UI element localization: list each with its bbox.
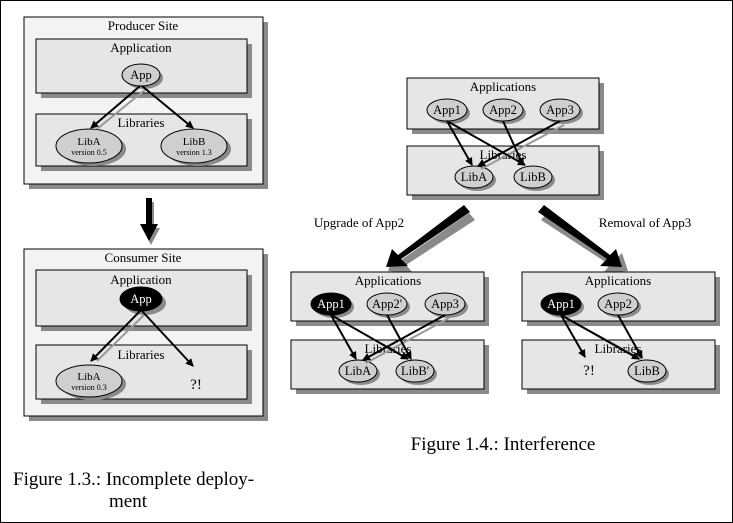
app1-label: App1 [547, 297, 575, 311]
app2-label: App2 [489, 103, 517, 117]
libb-label: LibB [183, 136, 206, 148]
libraries-label: Libraries [118, 347, 165, 362]
liba-version: version 0.5 [71, 148, 107, 157]
upgrade-state: Applications App1 App2' App3 Libraries L… [290, 271, 489, 394]
libb-node [627, 359, 667, 383]
liba-node [55, 128, 123, 164]
app-label: App [130, 68, 152, 82]
liba-label: LibA [77, 371, 100, 383]
figure-1-3-caption-line1: Figure 1.3.: Incomplete deploy- [13, 469, 254, 490]
libraries-box [406, 145, 600, 196]
app-node [121, 63, 161, 87]
app3-label: App3 [546, 103, 574, 117]
libb-label: LibB [520, 170, 546, 184]
missing-library-mark: ?! [190, 377, 202, 393]
applications-label: Applications [355, 273, 421, 288]
libraries-box [290, 339, 485, 390]
liba-label: LibA [77, 136, 100, 148]
upgrade-arrow [386, 205, 475, 273]
applications-label: Applications [470, 79, 536, 94]
missing-library-mark: ?! [583, 363, 595, 379]
initial-state: Applications App1 App2 App3 Libraries Li… [406, 77, 604, 200]
applications-label: Applications [585, 273, 651, 288]
libb-label: LibB [634, 364, 660, 378]
consumer-site: Consumer Site Application App Libraries … [23, 248, 268, 421]
liba-label: LibA [345, 364, 371, 378]
application-label: Application [110, 40, 172, 55]
upgrade-label: Upgrade of App2 [314, 215, 404, 230]
liba-node [55, 364, 123, 398]
liba-version: version 0.3 [71, 383, 107, 392]
producer-site-title: Producer Site [108, 18, 179, 33]
dependency-arrow [141, 85, 194, 129]
libb-node [160, 128, 228, 164]
app-label: App [130, 292, 152, 306]
app2-label: App2 [604, 297, 632, 311]
libraries-label: Libraries [118, 115, 165, 130]
dependency-arrow [141, 310, 194, 367]
app1-label: App1 [433, 103, 461, 117]
libb-upgraded-node [395, 359, 435, 383]
consumer-site-title: Consumer Site [105, 250, 182, 265]
producer-site: Producer Site Application App Libraries … [23, 16, 268, 189]
app1-label: App1 [317, 297, 345, 311]
removal-state: Applications App1 App2 Libraries ?! LibB [521, 271, 720, 394]
dependency-arrow [90, 85, 141, 129]
liba-node [454, 165, 494, 189]
dependency-arrow [90, 310, 141, 362]
liba-label: LibA [461, 170, 487, 184]
application-label: Application [110, 272, 172, 287]
removal-arrow [538, 205, 628, 273]
liba-node [338, 359, 378, 383]
figure-1-3-caption-line2: ment [109, 491, 148, 512]
deployment-arrow [140, 198, 160, 245]
libb-upgraded-label: LibB' [401, 364, 429, 378]
app3-label: App3 [431, 297, 459, 311]
libb-node [513, 165, 553, 189]
app2-upgraded-label: App2' [372, 297, 402, 311]
removal-label: Removal of App3 [599, 215, 691, 230]
app-node [119, 286, 163, 312]
libb-version: version 1.3 [176, 148, 212, 157]
figure-1-4-caption: Figure 1.4.: Interference [411, 434, 596, 455]
